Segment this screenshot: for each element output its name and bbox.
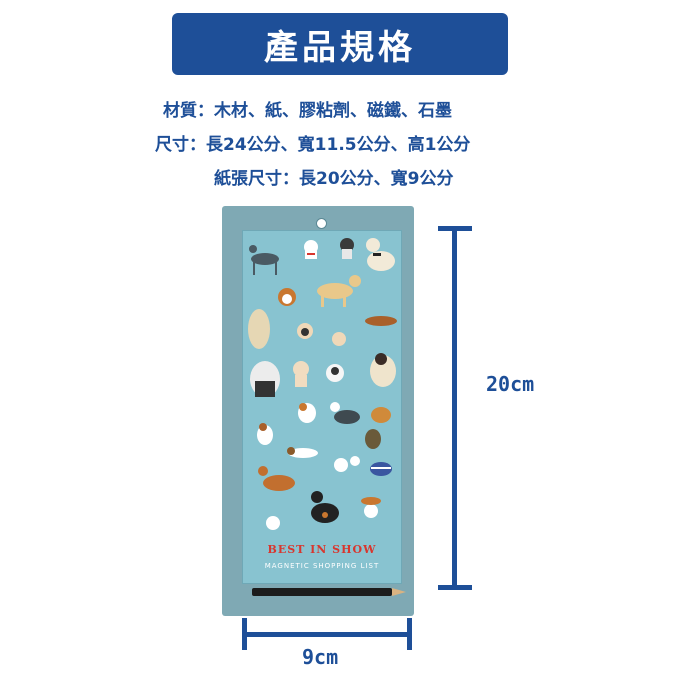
height-ruler-bottom-cap: [438, 585, 472, 590]
product-subtitle: MAGNETIC SHOPPING LIST: [264, 562, 380, 570]
pencil-tip: [392, 588, 406, 596]
dog-mastiff: [370, 353, 396, 387]
dog-whippet-jumper: [370, 462, 392, 476]
dog-yorkie: [365, 429, 381, 449]
dog-shih-tzu-2: [266, 516, 280, 530]
width-label: 9cm: [302, 645, 339, 669]
notepad: BEST IN SHOW MAGNETIC SHOPPING LIST: [242, 230, 402, 584]
dog-illustrations: [248, 238, 397, 530]
dog-beagle: [298, 403, 316, 423]
dog-chihuahua: [293, 361, 309, 387]
dog-afghan: [248, 309, 270, 349]
hang-hole: [316, 218, 327, 229]
height-label: 20cm: [486, 372, 535, 396]
dog-poodle: [334, 456, 360, 472]
dog-pug: [297, 323, 313, 339]
dog-dachshund: [365, 316, 397, 326]
pencil: [252, 588, 392, 596]
spec-size: 尺寸：長24公分、寬11.5公分、高1公分: [155, 135, 471, 155]
dog-jack-russell: [257, 423, 273, 445]
spec-material: 材質：木材、紙、膠粘劑、磁鐵、石墨: [163, 101, 452, 121]
dog-basset: [287, 447, 318, 458]
dog-vizsla: [258, 466, 295, 491]
dog-rottweiler: [311, 491, 339, 523]
product-board: BEST IN SHOW MAGNETIC SHOPPING LIST: [222, 206, 414, 616]
title-banner: 產品規格: [172, 13, 508, 75]
dog-pug-2: [332, 332, 346, 346]
width-ruler-right-cap: [407, 618, 412, 650]
dog-westie: [304, 240, 318, 259]
product-title: BEST IN SHOW: [267, 543, 377, 556]
dog-greyhound: [249, 245, 279, 275]
dog-shih-tzu: [326, 364, 344, 382]
dog-sheepdog: [250, 361, 280, 397]
dog-papillon: [361, 497, 381, 518]
dog-schnauzer: [340, 238, 354, 259]
dog-corgi: [278, 288, 296, 306]
page-title: 產品規格: [264, 27, 416, 68]
dog-husky: [330, 402, 360, 424]
dog-labrador: [317, 275, 361, 307]
width-ruler: [244, 632, 410, 637]
dog-terrier: [371, 407, 391, 423]
spec-paper-size: 紙張尺寸：長20公分、寬9公分: [214, 169, 454, 189]
dog-great-dane: [366, 238, 395, 271]
height-ruler: [452, 228, 457, 588]
